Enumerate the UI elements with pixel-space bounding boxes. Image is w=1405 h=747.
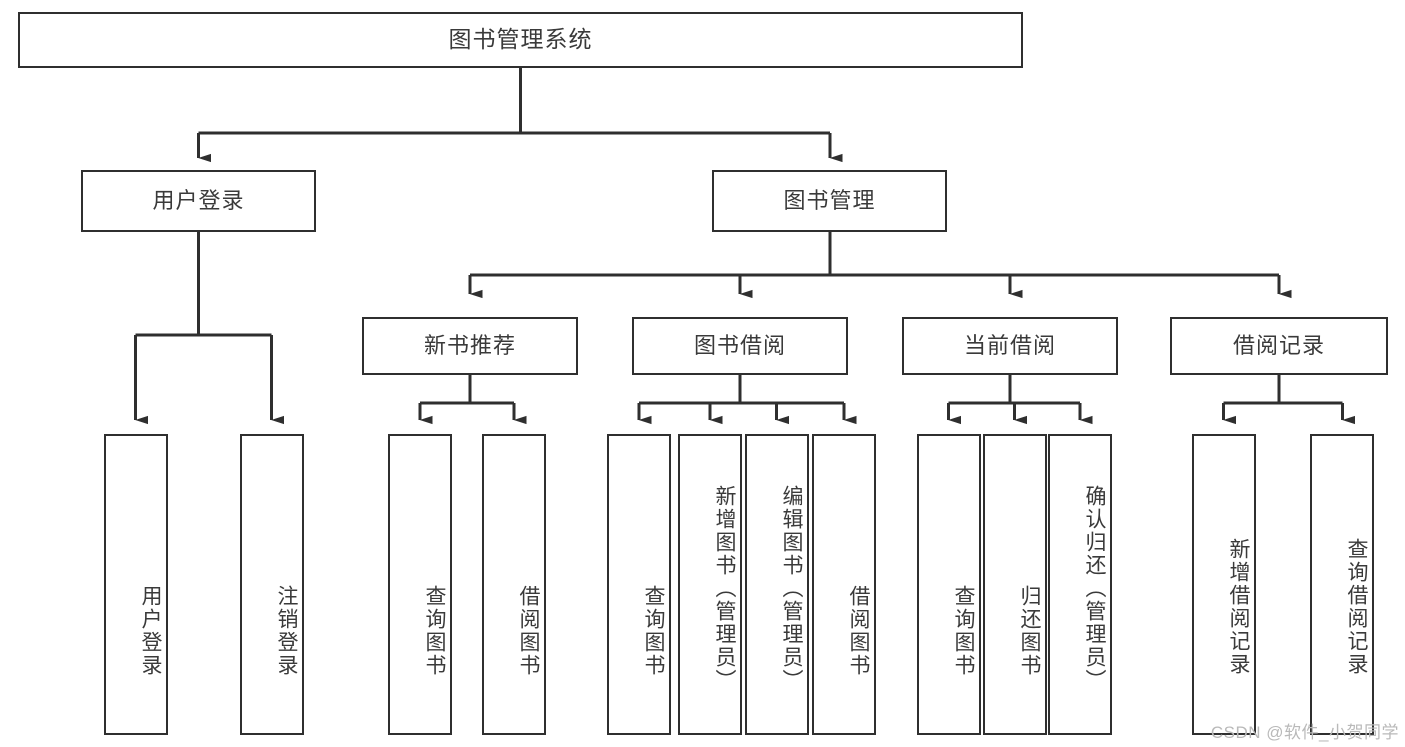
node-leaf-query-record[interactable]: 查询借阅记录 bbox=[1310, 434, 1374, 735]
node-label: 当前借阅 bbox=[963, 332, 1056, 358]
node-label: 借阅记录 bbox=[1232, 332, 1325, 358]
node-label: 图书管理 bbox=[783, 187, 876, 213]
node-label: 确认归还（管理员） bbox=[1083, 485, 1106, 692]
node-leaf-query-book-2[interactable]: 查询图书 bbox=[607, 434, 671, 735]
node-leaf-borrow-book-2[interactable]: 借阅图书 bbox=[812, 434, 876, 735]
node-label: 归还图书 bbox=[1018, 584, 1041, 677]
node-book-borrow[interactable]: 图书借阅 bbox=[632, 317, 848, 375]
node-label: 图书管理系统 bbox=[448, 26, 593, 53]
node-label: 注销登录 bbox=[275, 584, 298, 677]
node-leaf-return-book[interactable]: 归还图书 bbox=[983, 434, 1047, 735]
node-label: 用户登录 bbox=[139, 584, 162, 677]
node-label: 查询图书 bbox=[423, 584, 446, 677]
node-leaf-add-record[interactable]: 新增借阅记录 bbox=[1192, 434, 1256, 735]
node-label: 借阅图书 bbox=[517, 584, 540, 677]
node-leaf-query-book-1[interactable]: 查询图书 bbox=[388, 434, 452, 735]
node-label: 查询图书 bbox=[642, 584, 665, 677]
node-leaf-user-logout[interactable]: 注销登录 bbox=[240, 434, 304, 735]
node-user-login[interactable]: 用户登录 bbox=[81, 170, 316, 232]
node-leaf-edit-book[interactable]: 编辑图书（管理员） bbox=[745, 434, 809, 735]
node-leaf-confirm-return[interactable]: 确认归还（管理员） bbox=[1048, 434, 1112, 735]
node-root-system[interactable]: 图书管理系统 bbox=[18, 12, 1023, 68]
node-book-manage[interactable]: 图书管理 bbox=[712, 170, 947, 232]
node-current-borrow[interactable]: 当前借阅 bbox=[902, 317, 1118, 375]
node-label: 编辑图书（管理员） bbox=[780, 485, 803, 692]
node-label: 图书借阅 bbox=[693, 332, 786, 358]
node-leaf-add-book[interactable]: 新增图书（管理员） bbox=[678, 434, 742, 735]
node-label: 查询借阅记录 bbox=[1345, 537, 1368, 676]
node-leaf-user-login[interactable]: 用户登录 bbox=[104, 434, 168, 735]
node-leaf-borrow-book-1[interactable]: 借阅图书 bbox=[482, 434, 546, 735]
node-label: 新书推荐 bbox=[423, 332, 516, 358]
node-leaf-query-book-3[interactable]: 查询图书 bbox=[917, 434, 981, 735]
node-borrow-record[interactable]: 借阅记录 bbox=[1170, 317, 1388, 375]
node-label: 借阅图书 bbox=[847, 584, 870, 677]
node-label: 新增借阅记录 bbox=[1227, 537, 1250, 676]
node-label: 查询图书 bbox=[952, 584, 975, 677]
node-label: 用户登录 bbox=[152, 187, 245, 213]
node-label: 新增图书（管理员） bbox=[713, 485, 736, 692]
node-new-book-rec[interactable]: 新书推荐 bbox=[362, 317, 578, 375]
